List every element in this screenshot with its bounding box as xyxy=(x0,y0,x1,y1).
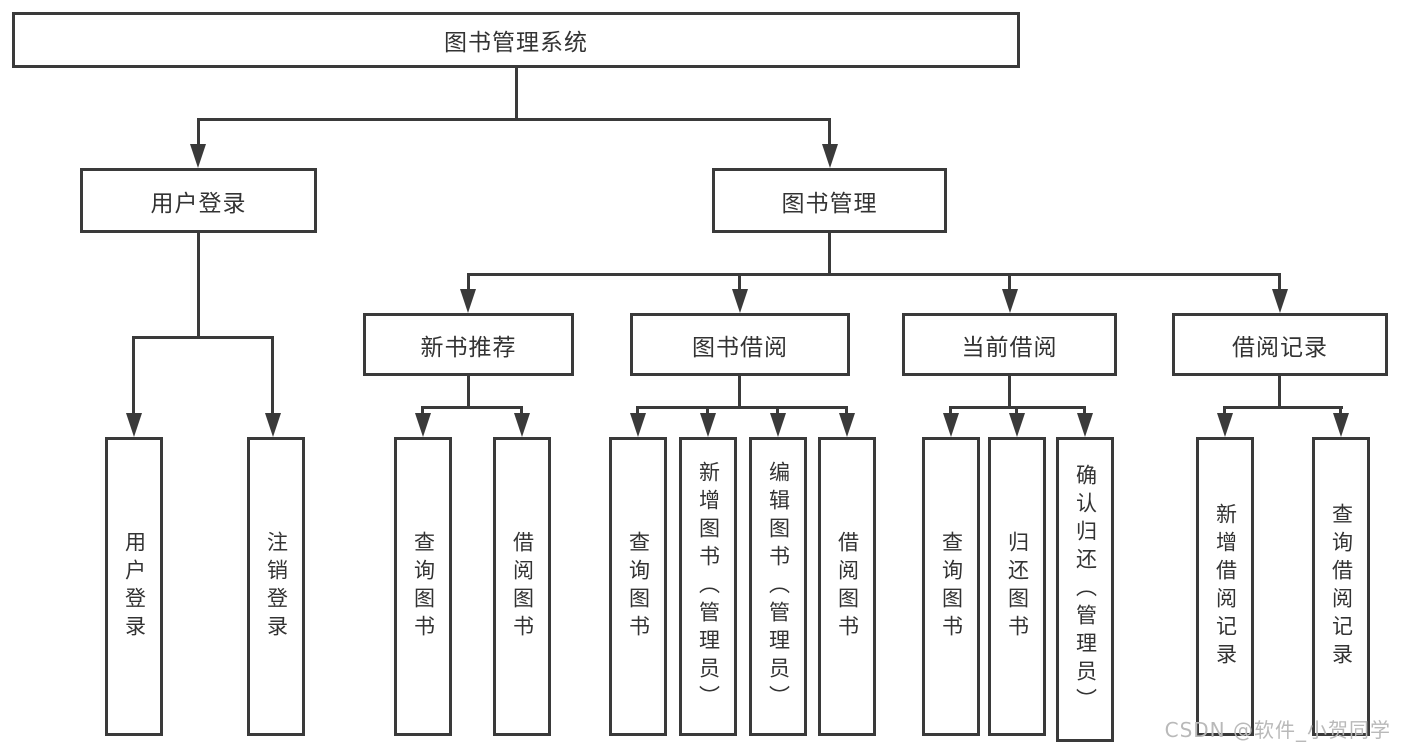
leaf-bb-add-books-label: 新增图书（管理员） xyxy=(696,460,721,713)
connector-drop-cb-return xyxy=(1015,406,1018,416)
connector-drop-book-borrow xyxy=(738,273,741,291)
connector-root-stem xyxy=(515,68,518,118)
node-borrow-records-label: 借阅记录 xyxy=(1232,334,1328,361)
connector-drop-book-mgmt xyxy=(828,118,831,146)
connector-book-mgmt-rail xyxy=(467,273,1281,276)
leaf-bb-query-books-label: 查询图书 xyxy=(626,530,651,643)
arrowhead-book-borrow xyxy=(732,289,748,313)
leaf-cb-query-books: 查询图书 xyxy=(922,437,980,736)
node-book-borrow-label: 图书借阅 xyxy=(692,334,788,361)
connector-book-borrow-stem xyxy=(738,376,741,406)
connector-drop-borrow-records xyxy=(1278,273,1281,291)
connector-drop-br-add xyxy=(1223,406,1226,416)
connector-new-books-rail xyxy=(421,406,523,409)
connector-drop-cb-confirm xyxy=(1083,406,1086,416)
arrowhead-bb-add xyxy=(700,413,716,437)
leaf-cb-query-books-label: 查询图书 xyxy=(939,530,964,643)
arrowhead-nb-query xyxy=(415,413,431,437)
leaf-bb-add-books: 新增图书（管理员） xyxy=(679,437,737,736)
csdn-watermark: CSDN @软件_小贺同学 xyxy=(1164,718,1391,742)
leaf-bb-query-books: 查询图书 xyxy=(609,437,667,736)
leaf-cb-confirm-return: 确认归还（管理员） xyxy=(1056,437,1114,742)
connector-drop-bb-borrow xyxy=(845,406,848,416)
arrowhead-user-login xyxy=(190,144,206,168)
arrowhead-bb-borrow xyxy=(839,413,855,437)
leaf-br-add-record-label: 新增借阅记录 xyxy=(1213,502,1238,671)
arrowhead-borrow-records xyxy=(1272,289,1288,313)
leaf-bb-borrow-books: 借阅图书 xyxy=(818,437,876,736)
node-borrow-records: 借阅记录 xyxy=(1172,313,1388,376)
connector-borrow-records-rail xyxy=(1223,406,1343,409)
arrowhead-new-books xyxy=(460,289,476,313)
arrowhead-bb-query xyxy=(630,413,646,437)
arrowhead-br-add xyxy=(1217,413,1233,437)
connector-drop-bb-edit xyxy=(776,406,779,416)
arrowhead-ul-logout xyxy=(265,413,281,437)
connector-borrow-records-stem xyxy=(1278,376,1281,406)
leaf-br-query-record: 查询借阅记录 xyxy=(1312,437,1370,736)
leaf-nb-query-books: 查询图书 xyxy=(394,437,452,736)
leaf-cb-return-books-label: 归还图书 xyxy=(1005,530,1030,643)
connector-drop-nb-query xyxy=(421,406,424,416)
leaf-user-login-label: 用户登录 xyxy=(122,530,147,643)
connector-drop-nb-borrow xyxy=(520,406,523,416)
connector-current-borrow-stem xyxy=(1008,376,1011,406)
leaf-bb-borrow-books-label: 借阅图书 xyxy=(835,530,860,643)
leaf-br-query-record-label: 查询借阅记录 xyxy=(1329,502,1354,671)
connector-drop-current-borrow xyxy=(1008,273,1011,291)
leaf-cb-return-books: 归还图书 xyxy=(988,437,1046,736)
node-root-label: 图书管理系统 xyxy=(444,30,588,56)
connector-drop-ul-logout xyxy=(271,336,274,415)
leaf-cb-confirm-return-label: 确认归还（管理员） xyxy=(1073,463,1098,716)
node-user-login-label: 用户登录 xyxy=(150,190,247,217)
connector-user-login-stem xyxy=(197,233,200,336)
arrowhead-ul-login xyxy=(126,413,142,437)
arrowhead-book-mgmt xyxy=(822,144,838,168)
node-book-mgmt-label: 图书管理 xyxy=(781,190,878,217)
leaf-nb-borrow-books-label: 借阅图书 xyxy=(510,530,535,643)
arrowhead-br-query xyxy=(1333,413,1349,437)
arrowhead-current-borrow xyxy=(1002,289,1018,313)
connector-drop-bb-add xyxy=(706,406,709,416)
leaf-nb-borrow-books: 借阅图书 xyxy=(493,437,551,736)
arrowhead-nb-borrow xyxy=(514,413,530,437)
node-root: 图书管理系统 xyxy=(12,12,1020,68)
connector-drop-cb-query xyxy=(949,406,952,416)
arrowhead-bb-edit xyxy=(770,413,786,437)
connector-root-rail xyxy=(197,118,831,121)
connector-drop-user-login xyxy=(197,118,200,146)
connector-drop-ul-login xyxy=(132,336,135,415)
leaf-logout: 注销登录 xyxy=(247,437,305,736)
arrowhead-cb-query xyxy=(943,413,959,437)
connector-user-login-rail xyxy=(132,336,274,339)
node-new-books-label: 新书推荐 xyxy=(420,334,517,361)
leaf-bb-edit-books: 编辑图书（管理员） xyxy=(749,437,807,736)
node-current-borrow: 当前借阅 xyxy=(902,313,1117,376)
connector-new-books-stem xyxy=(467,376,470,406)
connector-drop-br-query xyxy=(1339,406,1342,416)
leaf-logout-label: 注销登录 xyxy=(264,530,289,643)
arrowhead-cb-return xyxy=(1009,413,1025,437)
connector-drop-new-books xyxy=(467,273,470,291)
connector-drop-bb-query xyxy=(636,406,639,416)
node-book-borrow: 图书借阅 xyxy=(630,313,850,376)
node-book-mgmt: 图书管理 xyxy=(712,168,947,233)
connector-book-mgmt-stem xyxy=(828,233,831,273)
leaf-br-add-record: 新增借阅记录 xyxy=(1196,437,1254,736)
node-new-books: 新书推荐 xyxy=(363,313,574,376)
node-current-borrow-label: 当前借阅 xyxy=(961,334,1058,361)
arrowhead-cb-confirm xyxy=(1077,413,1093,437)
leaf-bb-edit-books-label: 编辑图书（管理员） xyxy=(766,460,791,713)
connector-book-borrow-rail xyxy=(636,406,848,409)
leaf-nb-query-books-label: 查询图书 xyxy=(411,530,436,643)
leaf-user-login: 用户登录 xyxy=(105,437,163,736)
node-user-login: 用户登录 xyxy=(80,168,317,233)
